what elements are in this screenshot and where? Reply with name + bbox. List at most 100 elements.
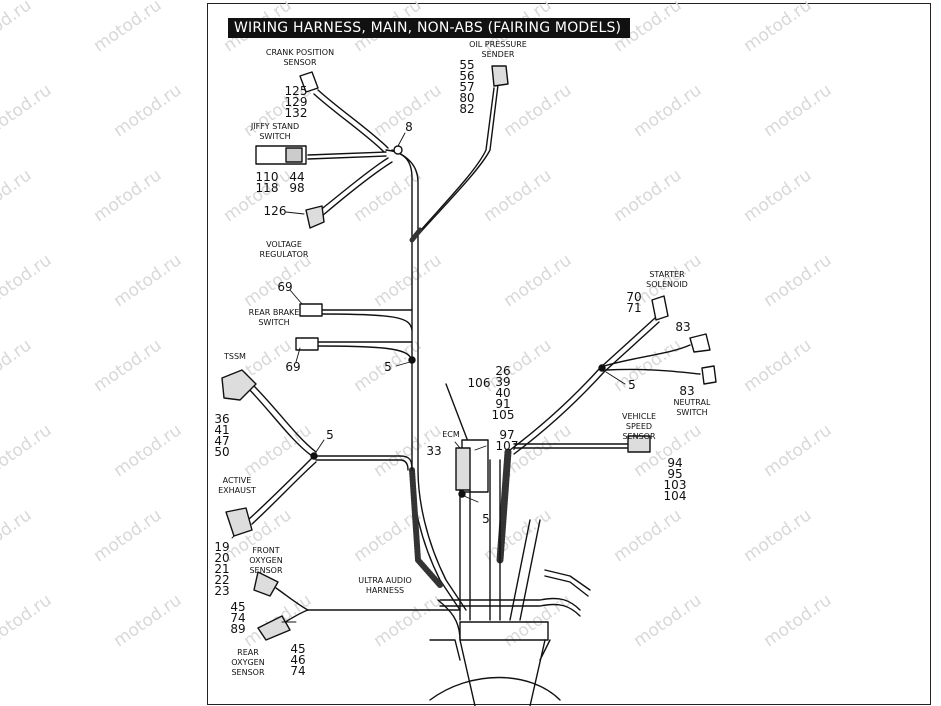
part-number: 46: [290, 653, 306, 667]
part-number: 82: [459, 102, 475, 116]
main-trunk-wire-2: [391, 149, 467, 611]
rear-brake-wire-upper-2: [321, 313, 413, 331]
part-number: 26: [495, 364, 511, 378]
diagram-frame: [207, 3, 931, 705]
voltage-connector: [305, 205, 325, 229]
jiffy-parts-left: 110 118: [254, 170, 280, 195]
frame-tube: [509, 519, 541, 621]
jiffy-plug: [285, 147, 303, 163]
base-plate: [459, 621, 549, 641]
tie-ecm: [458, 490, 466, 498]
tie-upper: [408, 356, 416, 364]
clamp-8: [393, 145, 403, 155]
left-branch-wire: [315, 455, 413, 471]
part-number: 118: [255, 181, 279, 195]
ecm-item-106: 106: [467, 376, 491, 390]
oil-pressure-sender-parts: 55 56 57 80 82: [456, 58, 478, 116]
starter-connector: [651, 295, 669, 321]
part-number: 98: [289, 181, 305, 195]
part-number: 71: [626, 301, 642, 315]
oil-pressure-wire: [417, 84, 499, 236]
jiffy-stand-switch-label: JIFFY STAND SWITCH: [250, 122, 300, 141]
part-number: 125: [284, 84, 308, 98]
active-exhaust-wire: [247, 457, 313, 521]
rear-oxygen-body: [257, 615, 291, 641]
part-number: 23: [214, 584, 230, 598]
part-number: 104: [663, 489, 687, 503]
rear-brake-connector-lower: [295, 337, 319, 351]
part-number: 74: [230, 611, 246, 625]
tssm-body: [221, 369, 257, 401]
tssm-wire: [244, 384, 313, 457]
vehicle-speed-sensor-parts: 94 95 103 104: [662, 456, 688, 503]
starter-wire: [509, 317, 656, 451]
ecm-trunk: [459, 459, 501, 621]
voltage-regulator-part: 126: [263, 204, 287, 218]
part-number: 129: [284, 95, 308, 109]
active-exhaust-label: ACTIVE EXHAUST: [218, 476, 256, 495]
crank-position-sensor-label: CRANK POSITION SENSOR: [265, 48, 335, 67]
part-number: 22: [214, 573, 230, 587]
neutral-wire-2: [605, 368, 701, 375]
tssm-parts: 36 41 47 50: [212, 413, 232, 459]
ecm-tie-strap: 5: [482, 512, 490, 526]
neutral-part-bottom: 83: [679, 384, 695, 398]
active-exhaust-wire-2: [251, 461, 317, 525]
crank-wire-2: [313, 93, 385, 153]
jiffy-wire: [307, 151, 387, 156]
ultra-audio-harness-label: ULTRA AUDIO HARNESS: [358, 576, 412, 595]
crank-wire: [317, 89, 389, 149]
part-number: 89: [230, 622, 246, 636]
part-number: 50: [214, 445, 230, 459]
vss-connector: [627, 435, 651, 453]
tie-left: [310, 452, 318, 460]
crossbar-2: [439, 603, 581, 617]
neutral-switch-label: NEUTRAL SWITCH: [673, 398, 711, 417]
voltage-regulator-label: VOLTAGE REGULATOR: [259, 240, 309, 259]
ecm-label: ECM: [442, 430, 460, 439]
oil-sender: [491, 65, 509, 87]
leader-lines: [231, 132, 626, 623]
part-number: 94: [667, 456, 683, 470]
part-number: 107: [495, 439, 519, 453]
ecm-parts-right: 97 107: [494, 429, 520, 453]
front-oxygen-sensor-label: FRONT OXYGEN SENSOR: [249, 546, 283, 575]
main-trunk-wire: [385, 149, 461, 611]
starter-solenoid-label: STARTER SOLENOID: [646, 270, 688, 289]
part-number: 20: [214, 551, 230, 565]
oil-conduit: [409, 227, 423, 243]
part-number: 103: [663, 478, 687, 492]
rear-brake-part-top: 69: [277, 280, 293, 294]
front-oxygen-parts: 45 74 89: [228, 601, 248, 636]
left-branch-wire-2: [315, 459, 409, 471]
ecm-connector: [455, 447, 471, 491]
rear-brake-switch-label: REAR BRAKE SWITCH: [248, 308, 300, 327]
part-number: 110: [255, 170, 279, 184]
crank-connector: [299, 71, 319, 93]
tssm-wire-2: [249, 381, 317, 453]
tie-strap-upper-label: 5: [384, 360, 392, 374]
part-number: 70: [626, 290, 642, 304]
frame-tube-2: [544, 569, 591, 597]
tie-right: [598, 364, 606, 372]
part-number: 55: [459, 58, 475, 72]
vehicle-speed-sensor-label: VEHICLE SPEED SENSOR: [622, 412, 656, 441]
active-exhaust-body: [225, 507, 253, 537]
ecm-part: 33: [426, 444, 442, 458]
neutral-connector-top: [689, 333, 711, 353]
part-number: 95: [667, 467, 683, 481]
part-number: 39: [495, 375, 511, 389]
engine-outline: [429, 599, 551, 706]
part-number: 74: [290, 664, 306, 678]
part-number: 40: [495, 386, 511, 400]
part-number: 41: [214, 423, 230, 437]
rear-brake-connector-upper: [299, 303, 323, 317]
ecm-conduit: [496, 448, 512, 564]
part-number: 91: [495, 397, 511, 411]
jiffy-wire-2: [307, 155, 387, 160]
part-number: 21: [214, 562, 230, 576]
rear-oxygen-parts: 45 46 74: [288, 643, 308, 678]
tssm-label: TSSM: [224, 352, 246, 361]
